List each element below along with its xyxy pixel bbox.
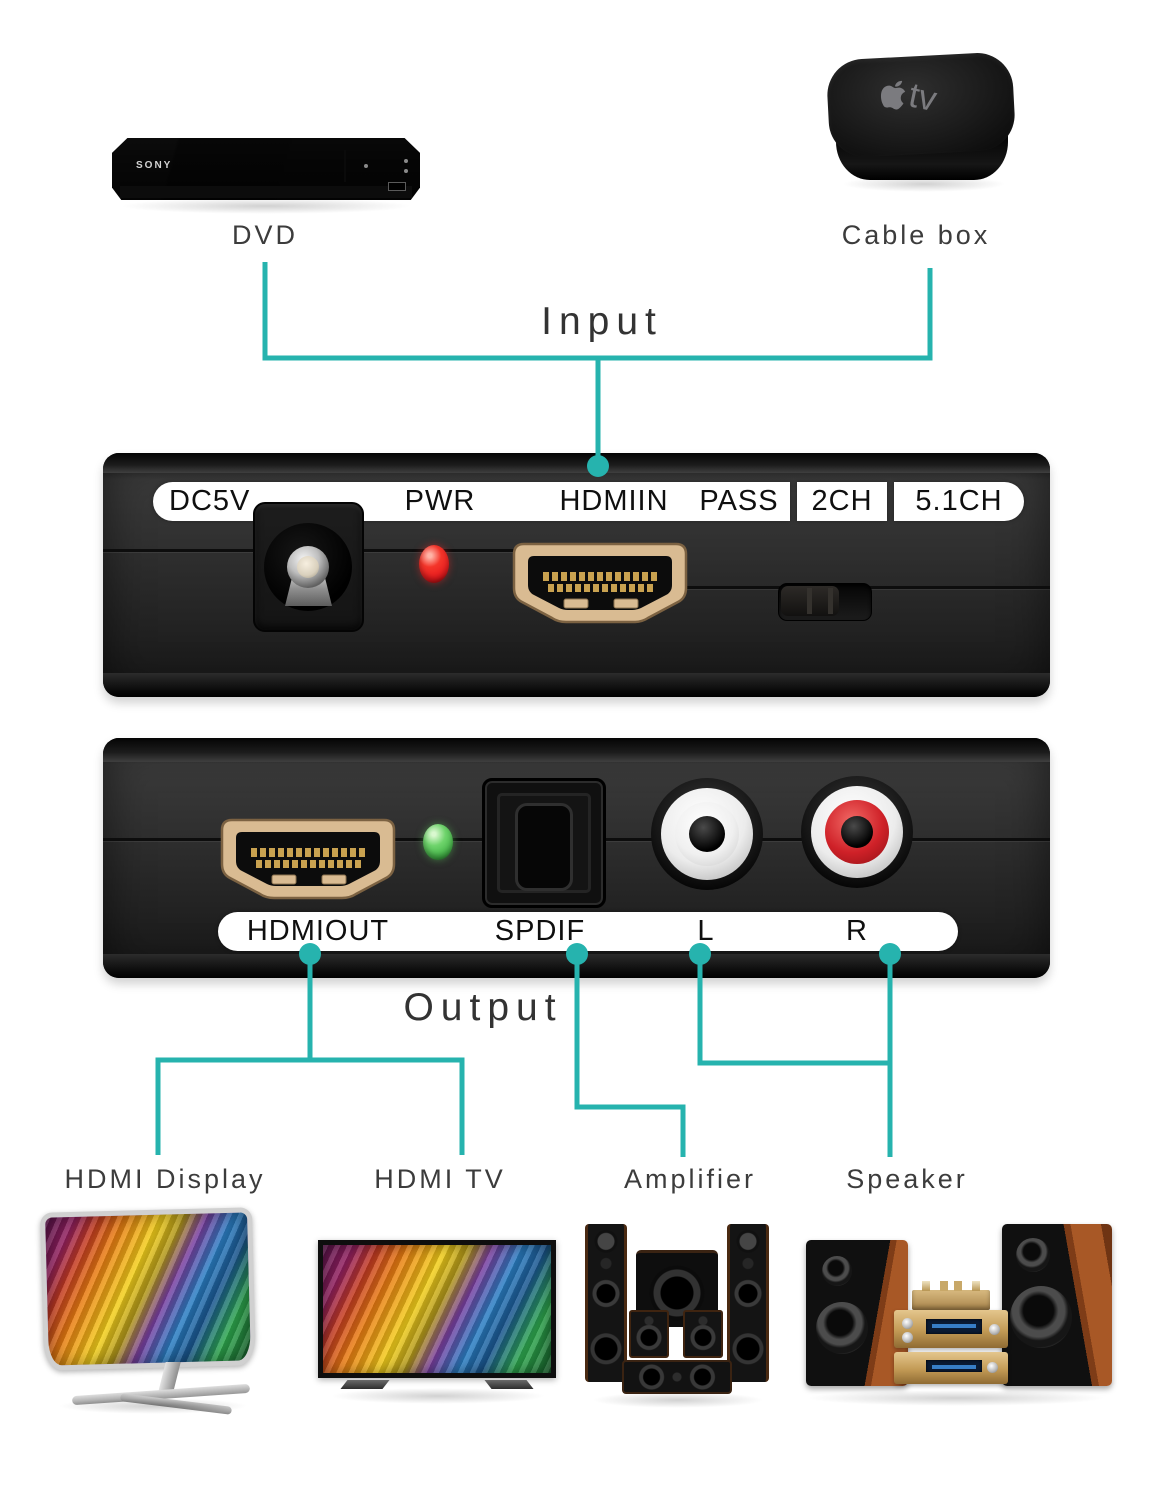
dvd-usb-port [388,182,406,191]
dvd-front-seam [344,150,346,182]
monitor-screen [39,1207,257,1371]
hdmi-out-port [220,818,396,900]
amplifier-small-speaker-right [683,1310,723,1358]
output-section-title: Output [403,986,563,1029]
input-label-strip: DC5V PWR HDMIIN PASS [153,482,790,521]
rca-left-label: L [697,915,715,947]
dvd-eject-button [404,159,408,163]
spdif-door [515,803,573,891]
hdmi-in-port [512,542,688,624]
2ch-strip-segment: 2CH [797,482,887,521]
hdmi-display-image [39,1207,258,1418]
output-label-strip: HDMIOUT SPDIF L R [218,912,958,951]
output-led [423,824,453,860]
stereo-amp-knob [902,1332,913,1343]
stereo-cd-player-unit [894,1352,1008,1384]
input-section-title: Input [541,300,663,343]
stereo-left-speaker [806,1240,908,1386]
tv-left-foot [340,1380,390,1389]
dc-jack-pin [297,556,319,578]
stereo-amp-display [926,1319,982,1334]
dc5v-label: DC5V [169,485,251,517]
input-panel-top-edge [103,453,1050,473]
amplifier-small-speaker-left [629,1310,669,1358]
speaker-shadow [806,1390,1106,1406]
output-panel-top-edge [103,738,1050,762]
apple-logo-icon [881,80,906,110]
hdmi-tv-image [318,1240,556,1392]
apple-tv-logo-text: tv [905,75,941,120]
rca-right-label: R [846,915,868,947]
speaker-label: Speaker [846,1164,968,1194]
dvd-power-button [364,164,368,168]
stereo-right-tweeter [1016,1238,1050,1272]
dvd-label: DVD [231,220,299,250]
power-led [419,545,449,583]
stereo-cd-display [926,1360,982,1372]
rca-right-hole [841,816,873,848]
monitor-shadow [58,1398,248,1414]
stereo-amplifier-unit [894,1310,1008,1348]
cable-box-label: Cable box [841,220,991,250]
hdmi-tv-label: HDMI TV [374,1164,506,1194]
stereo-amp-knob [902,1318,913,1329]
rca-left-hole [689,816,725,852]
input-connector-line [262,262,933,477]
dvd-player-base [120,186,412,198]
amplifier-center-speaker [622,1360,732,1394]
stereo-right-speaker [1002,1224,1112,1386]
stereo-cd-knob [987,1362,998,1373]
rca-right-port [801,776,913,888]
tv-screen [318,1240,556,1378]
amplifier-right-tower-speaker [727,1224,769,1382]
spdif-optical-port [482,778,606,908]
stereo-left-tweeter [822,1256,852,1286]
panel-seam-line [103,549,255,552]
apple-tv-image: tv [825,51,1018,186]
tv-shadow [330,1388,546,1404]
speaker-image [800,1222,1112,1398]
dc-power-jack [253,502,364,632]
amplifier-image [585,1210,769,1396]
sony-logo: SONY [136,160,173,171]
2ch-label: 2CH [811,485,873,517]
apple-tv-top-face: tv [825,51,1017,159]
spdif-label: SPDIF [494,915,586,947]
extractor-output-panel: HDMIOUT SPDIF L R [103,738,1050,978]
rca-left-port [651,778,763,890]
apple-tv-shadow [842,176,1006,192]
input-panel-bottom-edge [103,673,1050,697]
5ch-strip-segment: 5.1CH [894,482,1024,521]
switch-knob [781,586,839,616]
stereo-amp-knob [989,1324,1000,1335]
amplifier-left-tower-speaker [585,1224,627,1382]
extractor-input-panel: DC5V PWR HDMIIN PASS 2CH 5.1CH [103,453,1050,697]
panel-seam-line [358,549,618,552]
apple-tv-logo: tv [876,69,940,120]
hdmi-display-label: HDMI Display [64,1164,266,1194]
dvd-shadow [120,198,412,214]
amplifier-label: Amplifier [623,1164,757,1194]
stereo-tube-amp [912,1281,990,1310]
hdmi-in-label: HDMIIN [559,485,669,517]
stereo-right-woofer [1010,1286,1072,1348]
dvd-player-image: SONY [112,138,420,200]
channel-slide-switch [778,583,872,621]
output-panel-bottom-edge [103,954,1050,978]
pass-label: PASS [699,485,779,517]
dvd-play-button [404,169,408,173]
51ch-label: 5.1CH [915,485,1003,517]
amplifier-shadow [592,1392,764,1408]
pwr-label: PWR [404,485,476,517]
tv-right-foot [484,1380,534,1389]
stereo-left-woofer [816,1302,868,1354]
hdmi-out-label: HDMIOUT [246,915,390,947]
